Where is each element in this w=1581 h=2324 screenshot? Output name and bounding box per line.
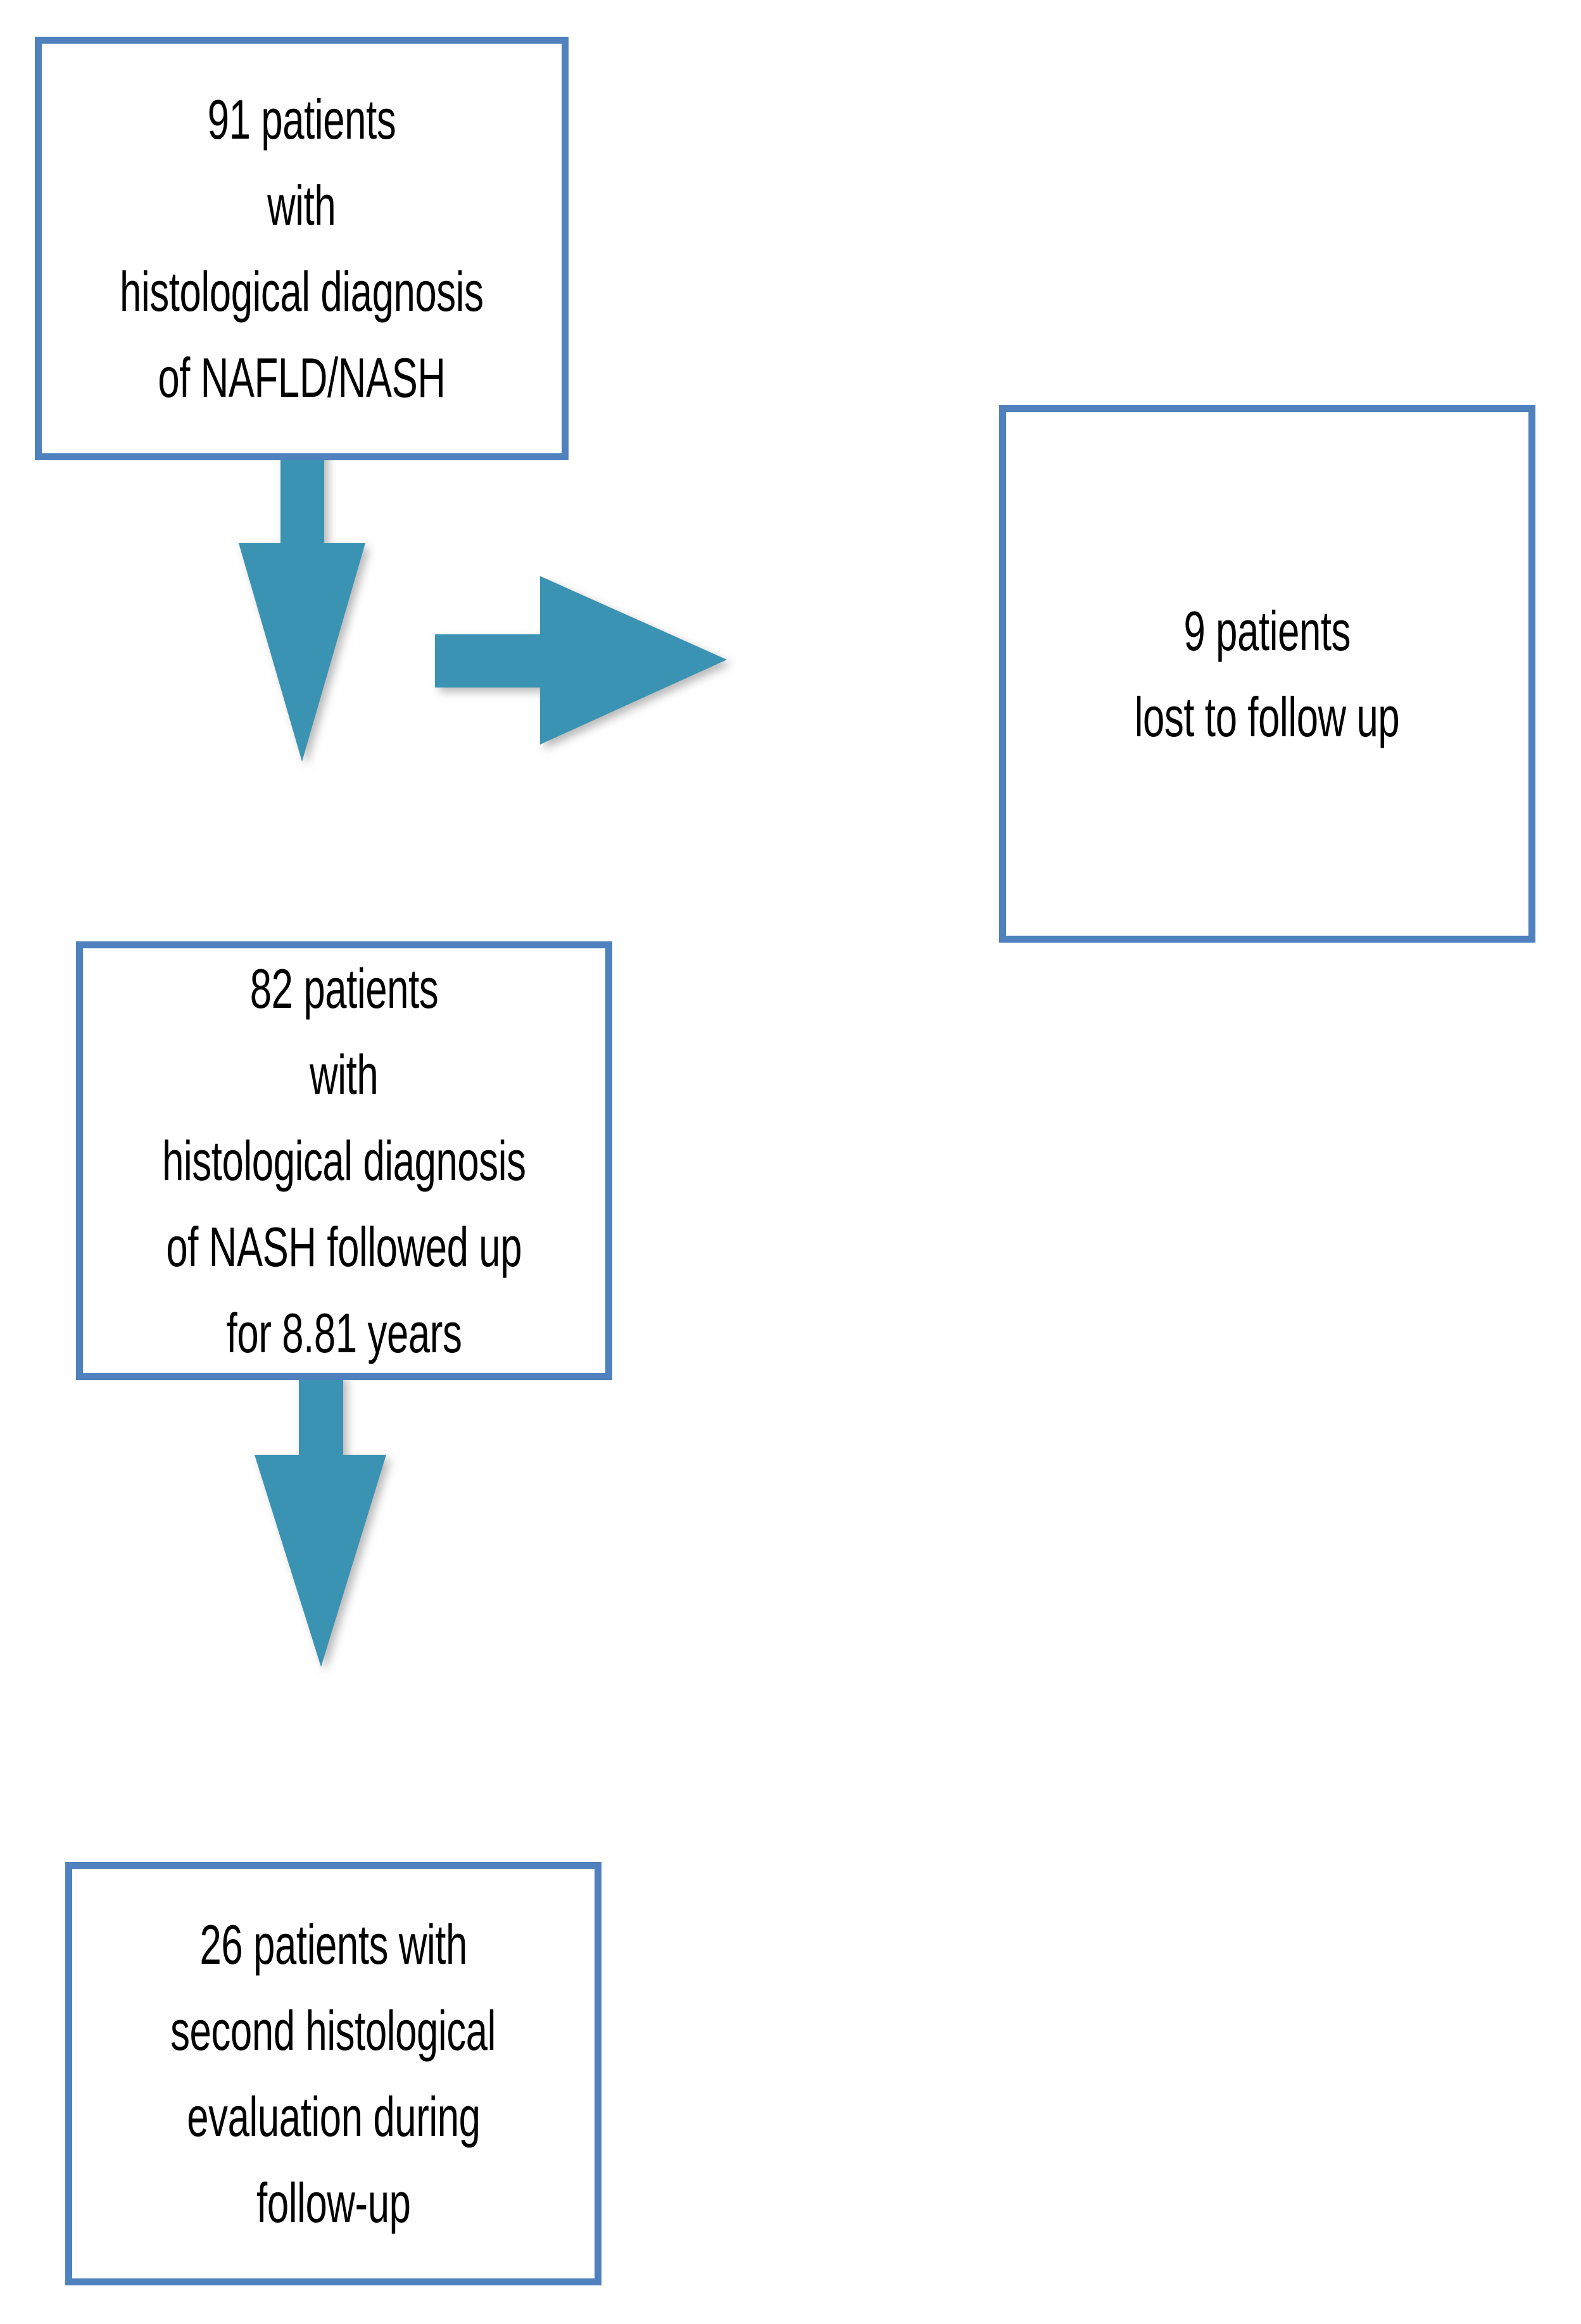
node-followed-cohort-line-1: 82 patients [249, 957, 439, 1020]
node-second-biopsy-line-4: follow-up [256, 2171, 411, 2234]
node-second-biopsy[interactable]: 26 patients with second histological eva… [65, 1862, 602, 2285]
node-second-biopsy-line-1: 26 patients with [199, 1913, 467, 1976]
node-initial-cohort[interactable]: 91 patients with histological diagnosis … [35, 37, 569, 460]
arrow-cohort-to-lost-followup [435, 576, 727, 744]
node-lost-to-followup-line-1: 9 patients [1183, 599, 1351, 662]
node-followed-cohort-line-5: for 8.81 years [226, 1301, 462, 1364]
node-second-biopsy-line-2: second histological [170, 1999, 496, 2062]
node-followed-cohort-line-2: with [310, 1043, 379, 1106]
node-followed-cohort[interactable]: 82 patients with histological diagnosis … [76, 941, 612, 1380]
node-lost-to-followup-line-2: lost to follow up [1135, 685, 1400, 748]
node-initial-cohort-line-4: of NAFLD/NASH [158, 346, 446, 409]
arrow-followed-cohort-to-second-biopsy [255, 1374, 386, 1667]
arrow-cohort-to-followed-cohort [239, 443, 365, 762]
node-initial-cohort-line-3: histological diagnosis [120, 260, 484, 323]
node-initial-cohort-line-2: with [267, 173, 336, 237]
node-initial-cohort-line-1: 91 patients [207, 87, 396, 151]
node-followed-cohort-line-3: histological diagnosis [162, 1129, 526, 1192]
node-followed-cohort-line-4: of NASH followed up [166, 1215, 522, 1278]
node-lost-to-followup[interactable]: 9 patients lost to follow up [999, 405, 1535, 943]
node-second-biopsy-line-3: evaluation during [186, 2085, 481, 2148]
